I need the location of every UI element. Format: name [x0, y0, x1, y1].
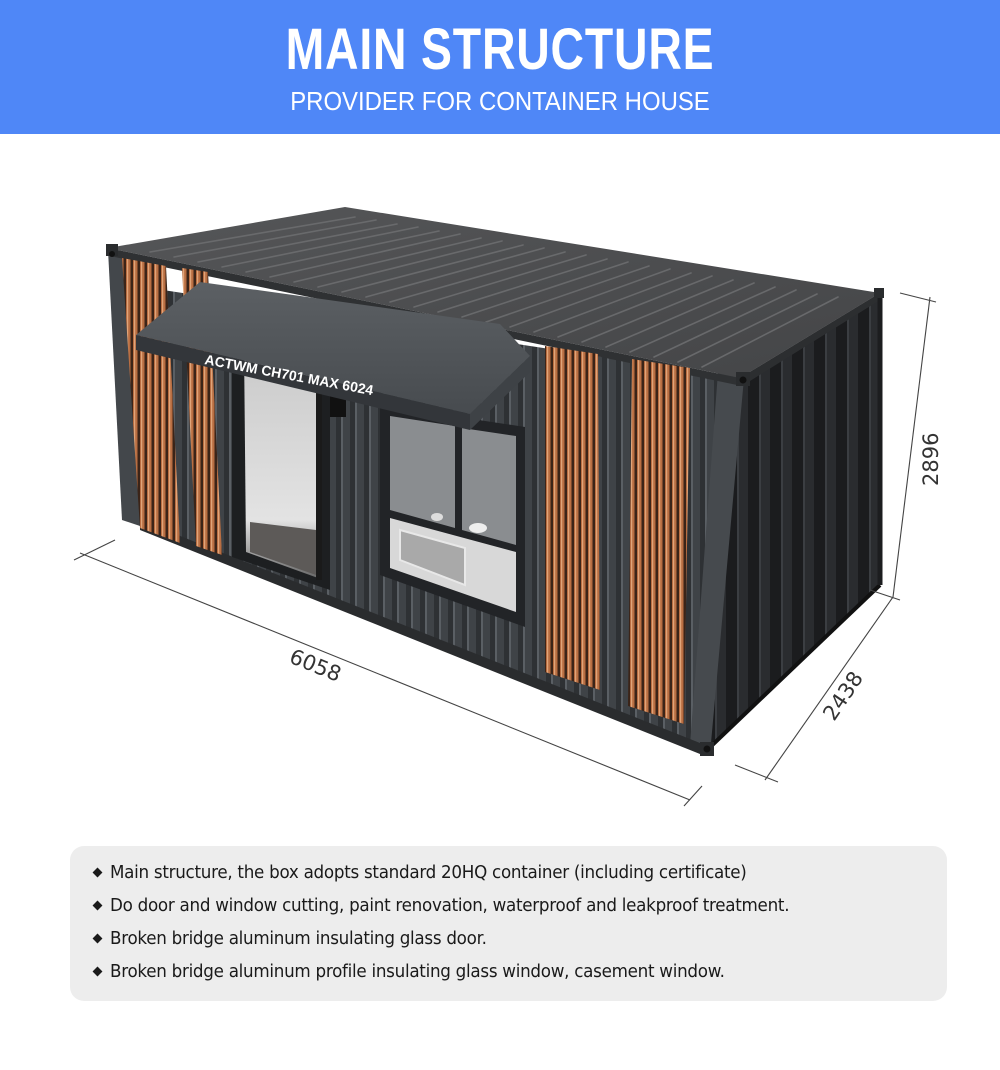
- diamond-bullet-icon: [92, 933, 103, 944]
- container-render: ACTWM CH701 MAX 6024 6058 2896 2438: [73, 207, 943, 807]
- dimension-lines: [73, 292, 937, 807]
- feature-text: Main structure, the box adopts standard …: [110, 862, 747, 883]
- dimension-height-label: 2896: [919, 433, 943, 486]
- casement-window: [380, 405, 525, 627]
- header-banner: MAIN STRUCTURE PROVIDER FOR CONTAINER HO…: [0, 0, 1000, 134]
- feature-text: Broken bridge aluminum profile insulatin…: [110, 961, 725, 982]
- container-house-illustration: ACTWM CH701 MAX 6024 6058 2896 2438: [0, 134, 1000, 840]
- feature-list-panel: Main structure, the box adopts standard …: [70, 846, 947, 1001]
- feature-item: Do door and window cutting, paint renova…: [92, 889, 947, 922]
- glass-door: [232, 335, 346, 590]
- page-subtitle: PROVIDER FOR CONTAINER HOUSE: [290, 86, 710, 116]
- page-title: MAIN STRUCTURE: [285, 17, 715, 82]
- awning: ACTWM CH701 MAX 6024: [136, 282, 530, 430]
- dimension-length-label: 6058: [286, 644, 345, 686]
- feature-text: Do door and window cutting, paint renova…: [110, 895, 790, 916]
- diamond-bullet-icon: [92, 900, 103, 911]
- container-end-wall: [703, 293, 883, 754]
- feature-item: Main structure, the box adopts standard …: [92, 856, 947, 889]
- diamond-bullet-icon: [92, 966, 103, 977]
- feature-text: Broken bridge aluminum insulating glass …: [110, 928, 487, 949]
- feature-item: Broken bridge aluminum profile insulatin…: [92, 955, 947, 988]
- feature-list: Main structure, the box adopts standard …: [92, 856, 947, 988]
- diamond-bullet-icon: [92, 867, 103, 878]
- dimension-width-label: 2438: [818, 667, 868, 725]
- feature-item: Broken bridge aluminum insulating glass …: [92, 922, 947, 955]
